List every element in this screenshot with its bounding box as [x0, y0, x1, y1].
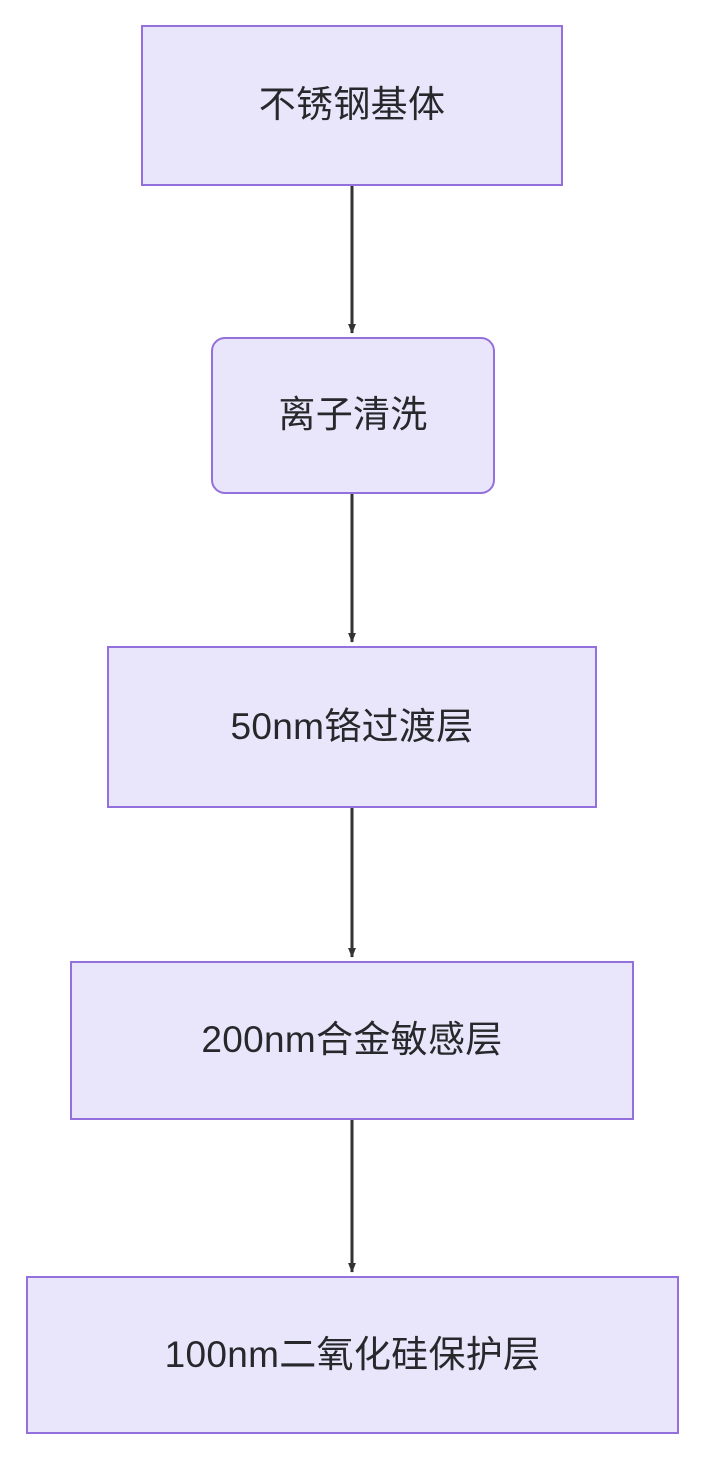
node-label: 50nm铬过渡层 — [230, 705, 474, 747]
flowchart-node-chromium-layer[interactable]: 50nm铬过渡层 — [107, 646, 597, 808]
node-label: 100nm二氧化硅保护层 — [164, 1333, 541, 1375]
flowchart-node-ion-cleaning[interactable]: 离子清洗 — [211, 337, 495, 494]
flowchart-node-substrate[interactable]: 不锈钢基体 — [141, 25, 563, 186]
node-label: 不锈钢基体 — [258, 84, 446, 126]
flowchart-node-alloy-sensing-layer[interactable]: 200nm合金敏感层 — [70, 961, 634, 1120]
flowchart-node-silica-protective-layer[interactable]: 100nm二氧化硅保护层 — [26, 1276, 679, 1434]
node-label: 200nm合金敏感层 — [201, 1019, 503, 1061]
node-label: 离子清洗 — [278, 394, 428, 436]
